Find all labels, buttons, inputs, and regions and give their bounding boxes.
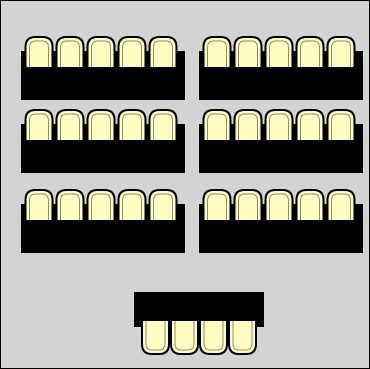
chair-icon[interactable] [228,321,257,355]
chair-icon[interactable] [295,36,325,67]
chair-icon[interactable] [264,36,294,67]
table-group-row-1-right [199,36,363,100]
chair-icon[interactable] [117,189,147,220]
chair-icon[interactable] [202,36,232,67]
chair-icon[interactable] [202,189,232,220]
table-group-row-3-right [199,189,363,253]
chair-icon[interactable] [86,109,116,140]
table-group-front-table [134,292,264,355]
chair-icon[interactable] [148,109,178,140]
chair-icon[interactable] [24,109,54,140]
chair-icon[interactable] [24,36,54,67]
chair-icon[interactable] [233,189,263,220]
chair-icon[interactable] [55,109,85,140]
table-group-row-1-left [21,36,185,100]
chair-icon[interactable] [202,109,232,140]
chair-icon[interactable] [141,321,170,355]
chair-icon[interactable] [264,109,294,140]
chair-icon[interactable] [24,189,54,220]
chair-icon[interactable] [170,321,199,355]
table-group-row-3-left [21,189,185,253]
chair-icon[interactable] [326,109,356,140]
chair-icon[interactable] [233,36,263,67]
chair-icon[interactable] [295,189,325,220]
chair-icon[interactable] [117,109,147,140]
chair-icon[interactable] [86,189,116,220]
chair-icon[interactable] [117,36,147,67]
chair-icon[interactable] [295,109,325,140]
chair-icon[interactable] [148,189,178,220]
chair-icon[interactable] [326,189,356,220]
table-group-row-2-left [21,109,185,173]
chair-icon[interactable] [55,189,85,220]
chair-icon[interactable] [326,36,356,67]
chair-icon[interactable] [86,36,116,67]
chair-icon[interactable] [55,36,85,67]
chair-icon[interactable] [233,109,263,140]
table-group-row-2-right [199,109,363,173]
chair-icon[interactable] [264,189,294,220]
chair-icon[interactable] [148,36,178,67]
chair-icon[interactable] [199,321,228,355]
